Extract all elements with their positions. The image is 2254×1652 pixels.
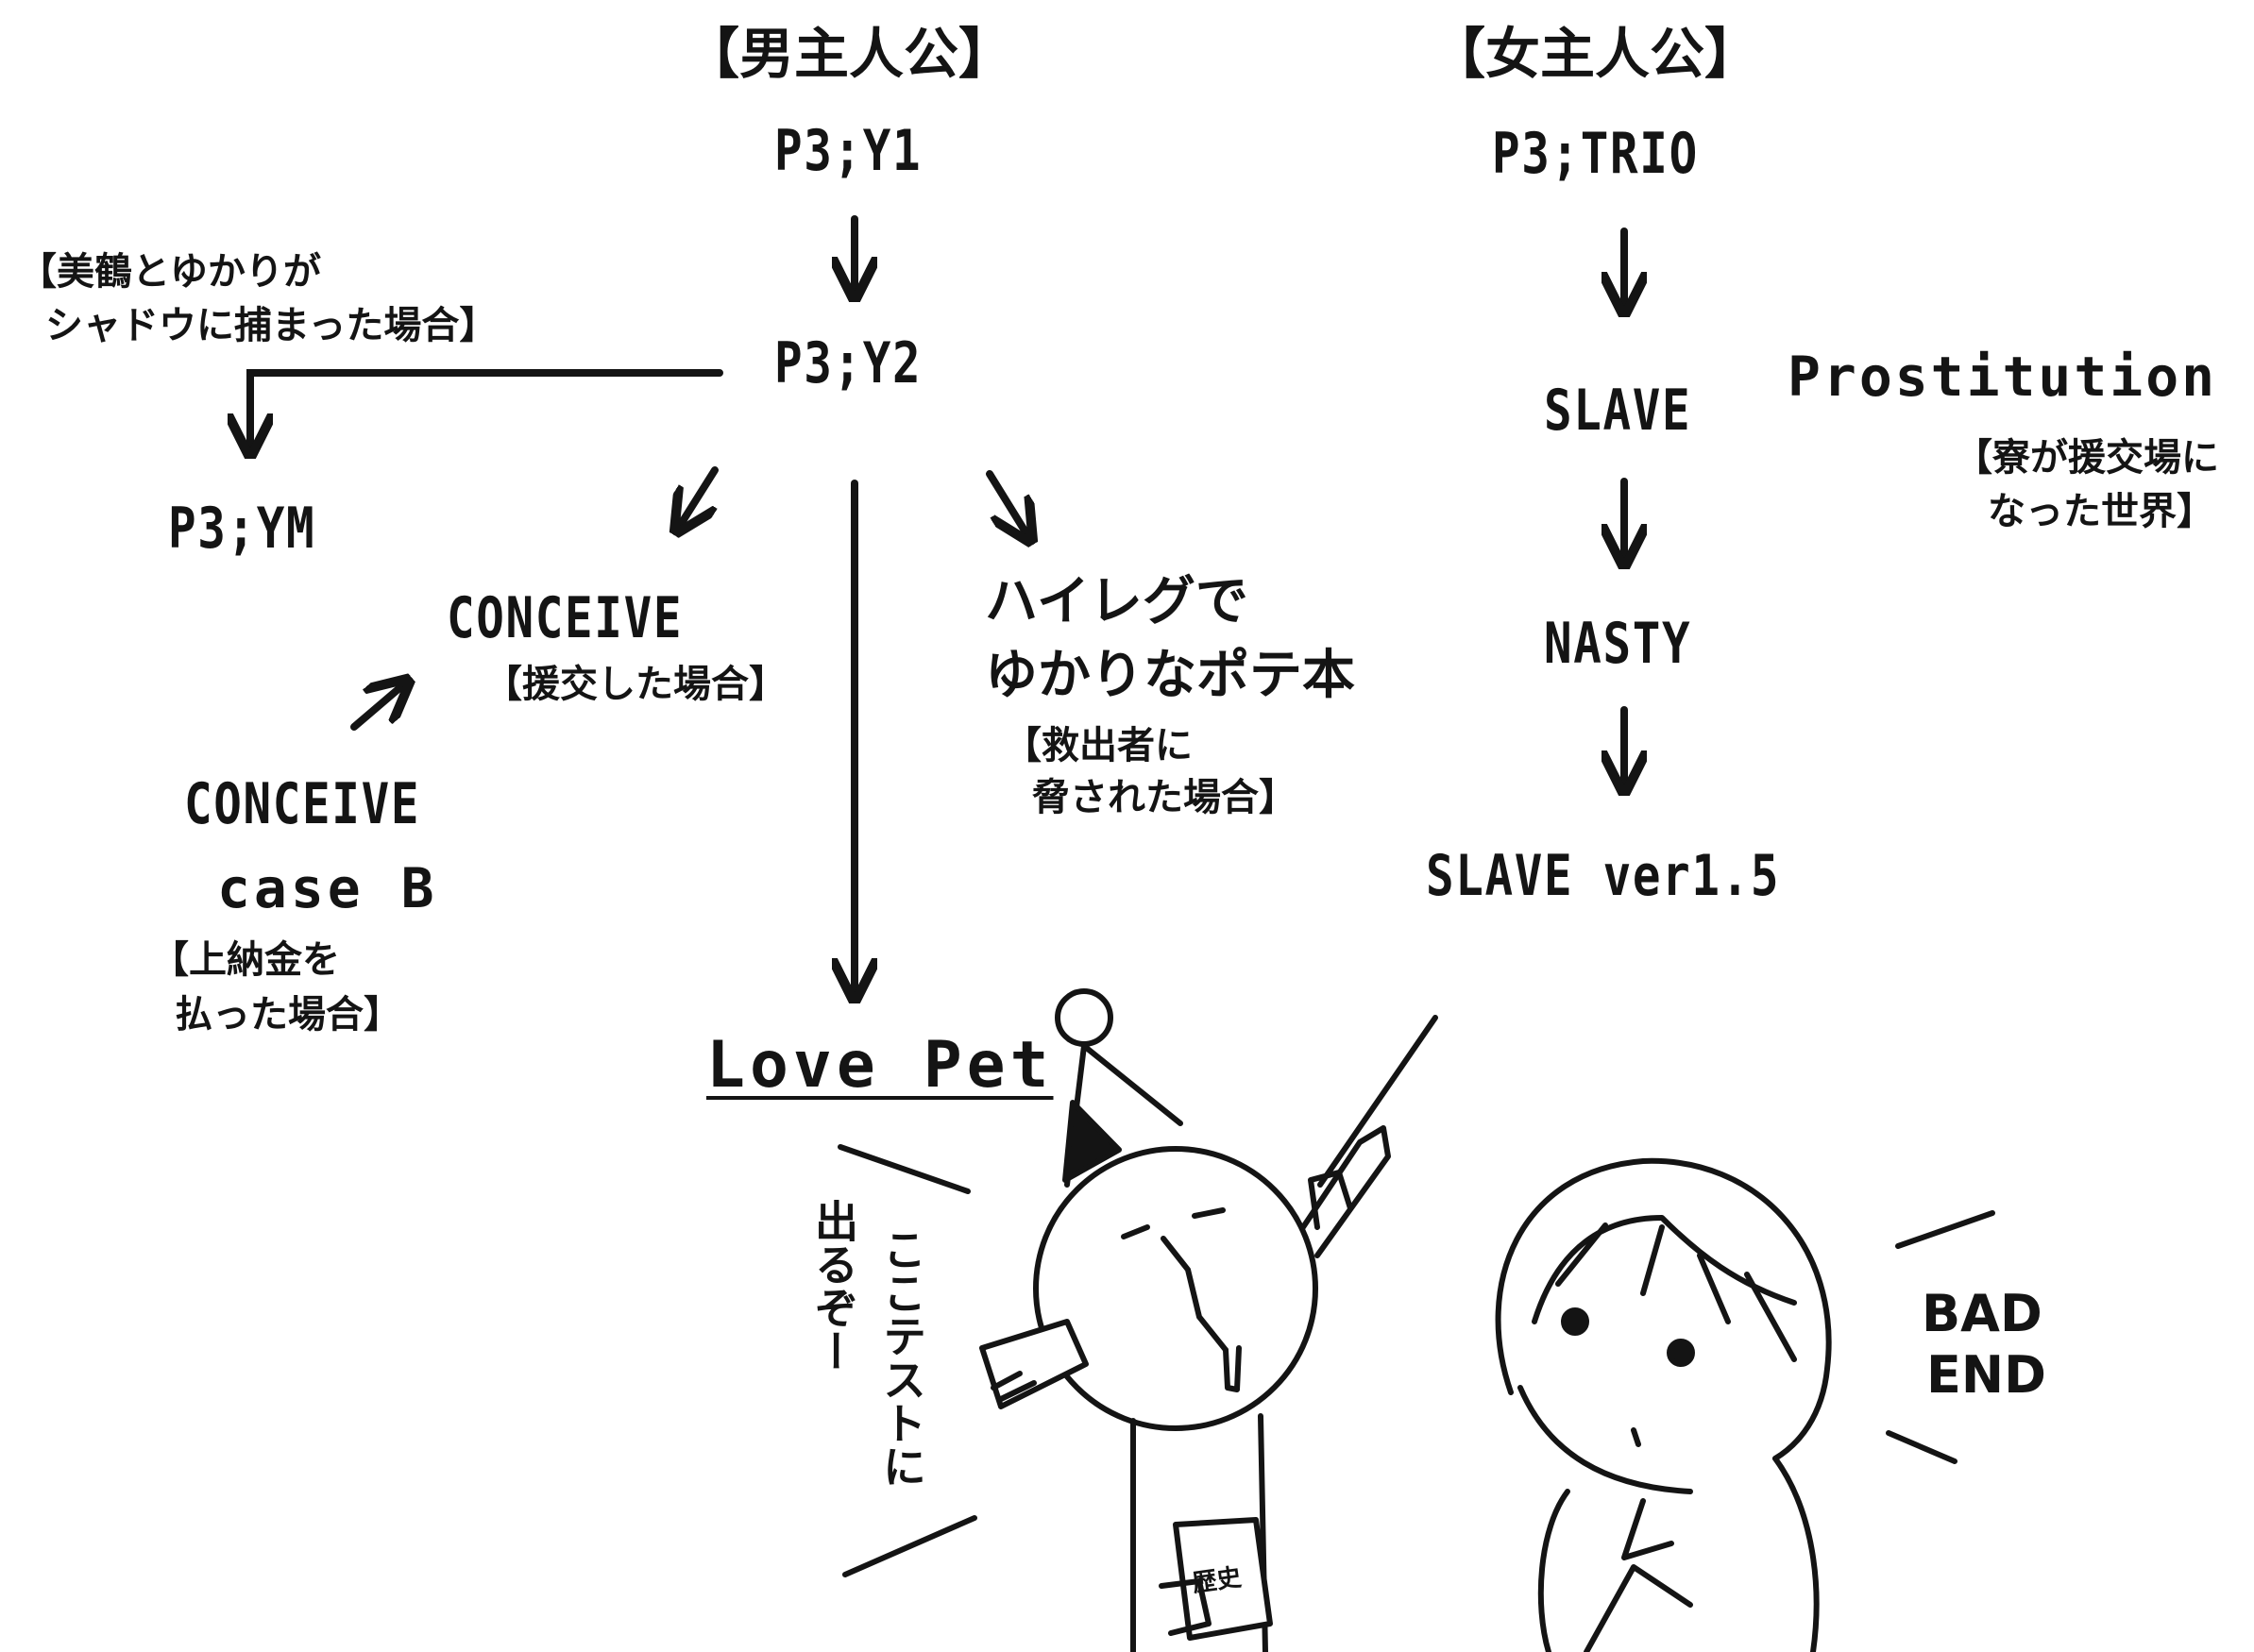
- note-shadow-captured-line1: 【美鶴とゆかりが: [19, 250, 321, 294]
- bad-end-text: BAD END: [1922, 1284, 2046, 1405]
- speech-left-line1: ここテストに: [876, 1227, 927, 1488]
- girl-illustration: [1495, 1157, 1832, 1652]
- note-conceive-case-b-line1: 【上納金を: [151, 938, 340, 982]
- female-protagonist-header: 【女主人公】: [1431, 22, 1760, 86]
- teacher-mascot-illustration: [979, 988, 1438, 1652]
- node-p3-y2: P3;Y2: [774, 330, 923, 396]
- speech-left-line2: 出るぞー: [808, 1199, 859, 1373]
- node-slave-ver-1-5: SLAVE ver1.5: [1426, 843, 1781, 909]
- note-highleg-line2: 脅された場合】: [1032, 776, 1296, 819]
- book-label: 歴史: [1191, 1563, 1245, 1598]
- bad-end-line2: END: [1926, 1345, 2046, 1405]
- node-slave: SLAVE: [1544, 378, 1692, 444]
- note-conceive: 【援交した場合】: [484, 663, 787, 706]
- bad-end-line1: BAD: [1922, 1284, 2042, 1343]
- node-prostitution: Prostitution: [1788, 345, 2218, 409]
- speech-marks-left: [838, 1144, 977, 1577]
- arrow-y2-to-conceive: [678, 466, 719, 529]
- speech-marks-right: [1886, 1210, 1995, 1464]
- node-highleg-line1: ハイレグで: [985, 571, 1248, 632]
- arrow-y2-to-highleg: [986, 470, 1029, 538]
- node-love-pet: Love Pet: [706, 1028, 1054, 1103]
- arrow-case-b-to-conceive: [350, 683, 406, 731]
- male-protagonist-header: 【男主人公】: [685, 22, 1014, 86]
- note-conceive-case-b-line2: 払った場合】: [175, 993, 401, 1037]
- node-highleg-line2: ゆかりなポテ本: [985, 645, 1355, 706]
- note-shadow-captured-line2: シャドウに捕まった場合】: [45, 304, 498, 347]
- note-highleg-line1: 【救出者に: [1004, 724, 1193, 767]
- node-conceive: CONCEIVE: [447, 585, 684, 651]
- node-p3-trio: P3;TRIO: [1492, 121, 1699, 187]
- node-nasty: NASTY: [1544, 611, 1692, 677]
- node-conceive-case-b-line2: case B: [217, 856, 438, 920]
- node-p3-y1: P3;Y1: [774, 118, 923, 184]
- node-p3-ym: P3;YM: [168, 496, 316, 562]
- speech-text-left: ここテストに 出るぞー: [808, 1199, 927, 1488]
- note-prostitution-line1: 【寮が援交場に: [1955, 436, 2219, 480]
- arrow-y2-to-ym: [250, 369, 723, 451]
- note-prostitution-line2: なった世界】: [1988, 490, 2214, 533]
- node-conceive-case-b-line1: CONCEIVE: [184, 771, 421, 837]
